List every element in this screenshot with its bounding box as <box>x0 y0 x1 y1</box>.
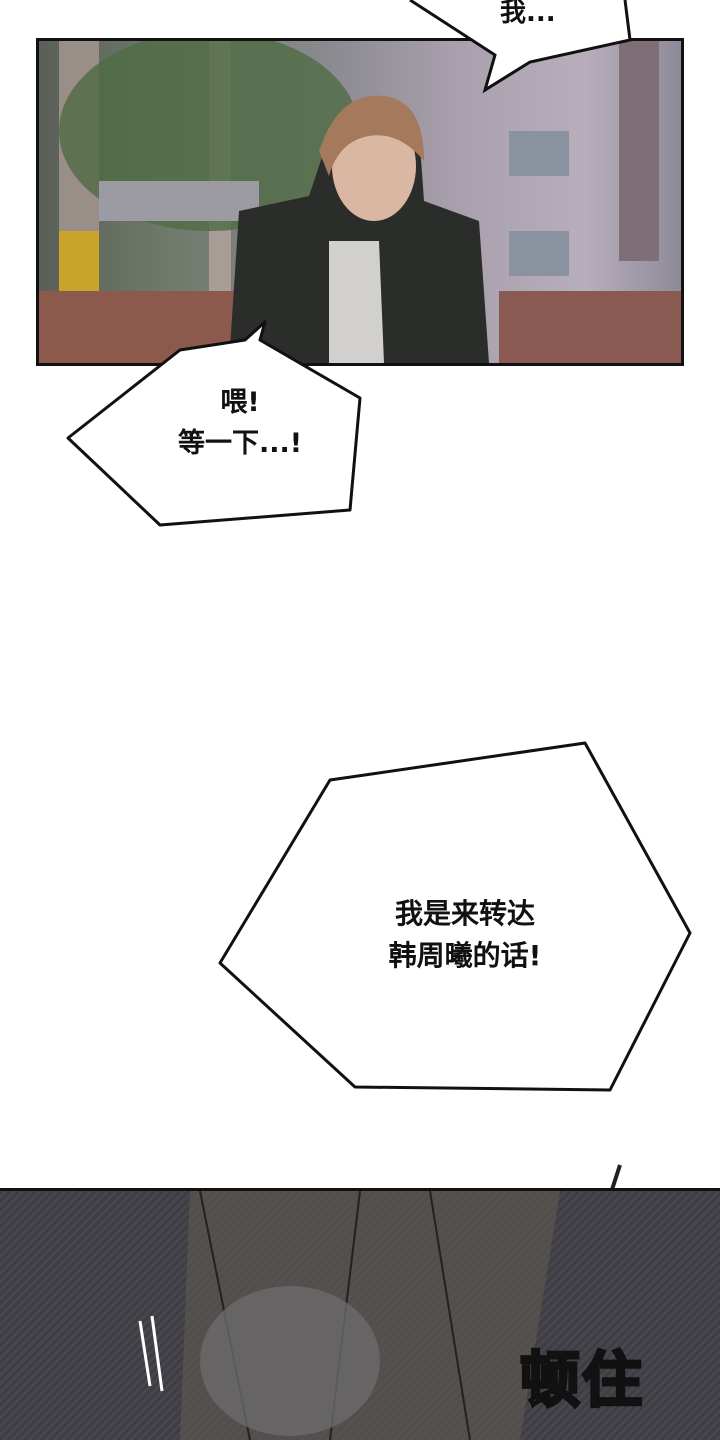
bubble-wait-text: 喂! 等一下...! <box>150 383 330 464</box>
panel-hand-grab: 顿住 <box>0 1188 720 1440</box>
speech-bubble-wait <box>66 320 362 527</box>
hand-grab-art <box>138 1191 560 1440</box>
speech-bubble-top <box>409 0 632 94</box>
bubble-wait-line2: 等一下...! <box>177 427 303 459</box>
bubble-wait-line1: 喂! <box>220 387 260 418</box>
speech-bubble-message <box>218 741 692 1092</box>
bubble-message-line1: 我是来转达 <box>394 897 535 930</box>
bubble-top-text: 我... <box>500 0 556 28</box>
sfx-text: 顿住 <box>519 1346 644 1416</box>
bubble-message-line2: 韩周曦的话! <box>388 939 542 972</box>
bubble-message-text: 我是来转达 韩周曦的话! <box>345 893 585 977</box>
panel-street-scene <box>36 38 684 366</box>
street-scene-art <box>39 41 681 363</box>
